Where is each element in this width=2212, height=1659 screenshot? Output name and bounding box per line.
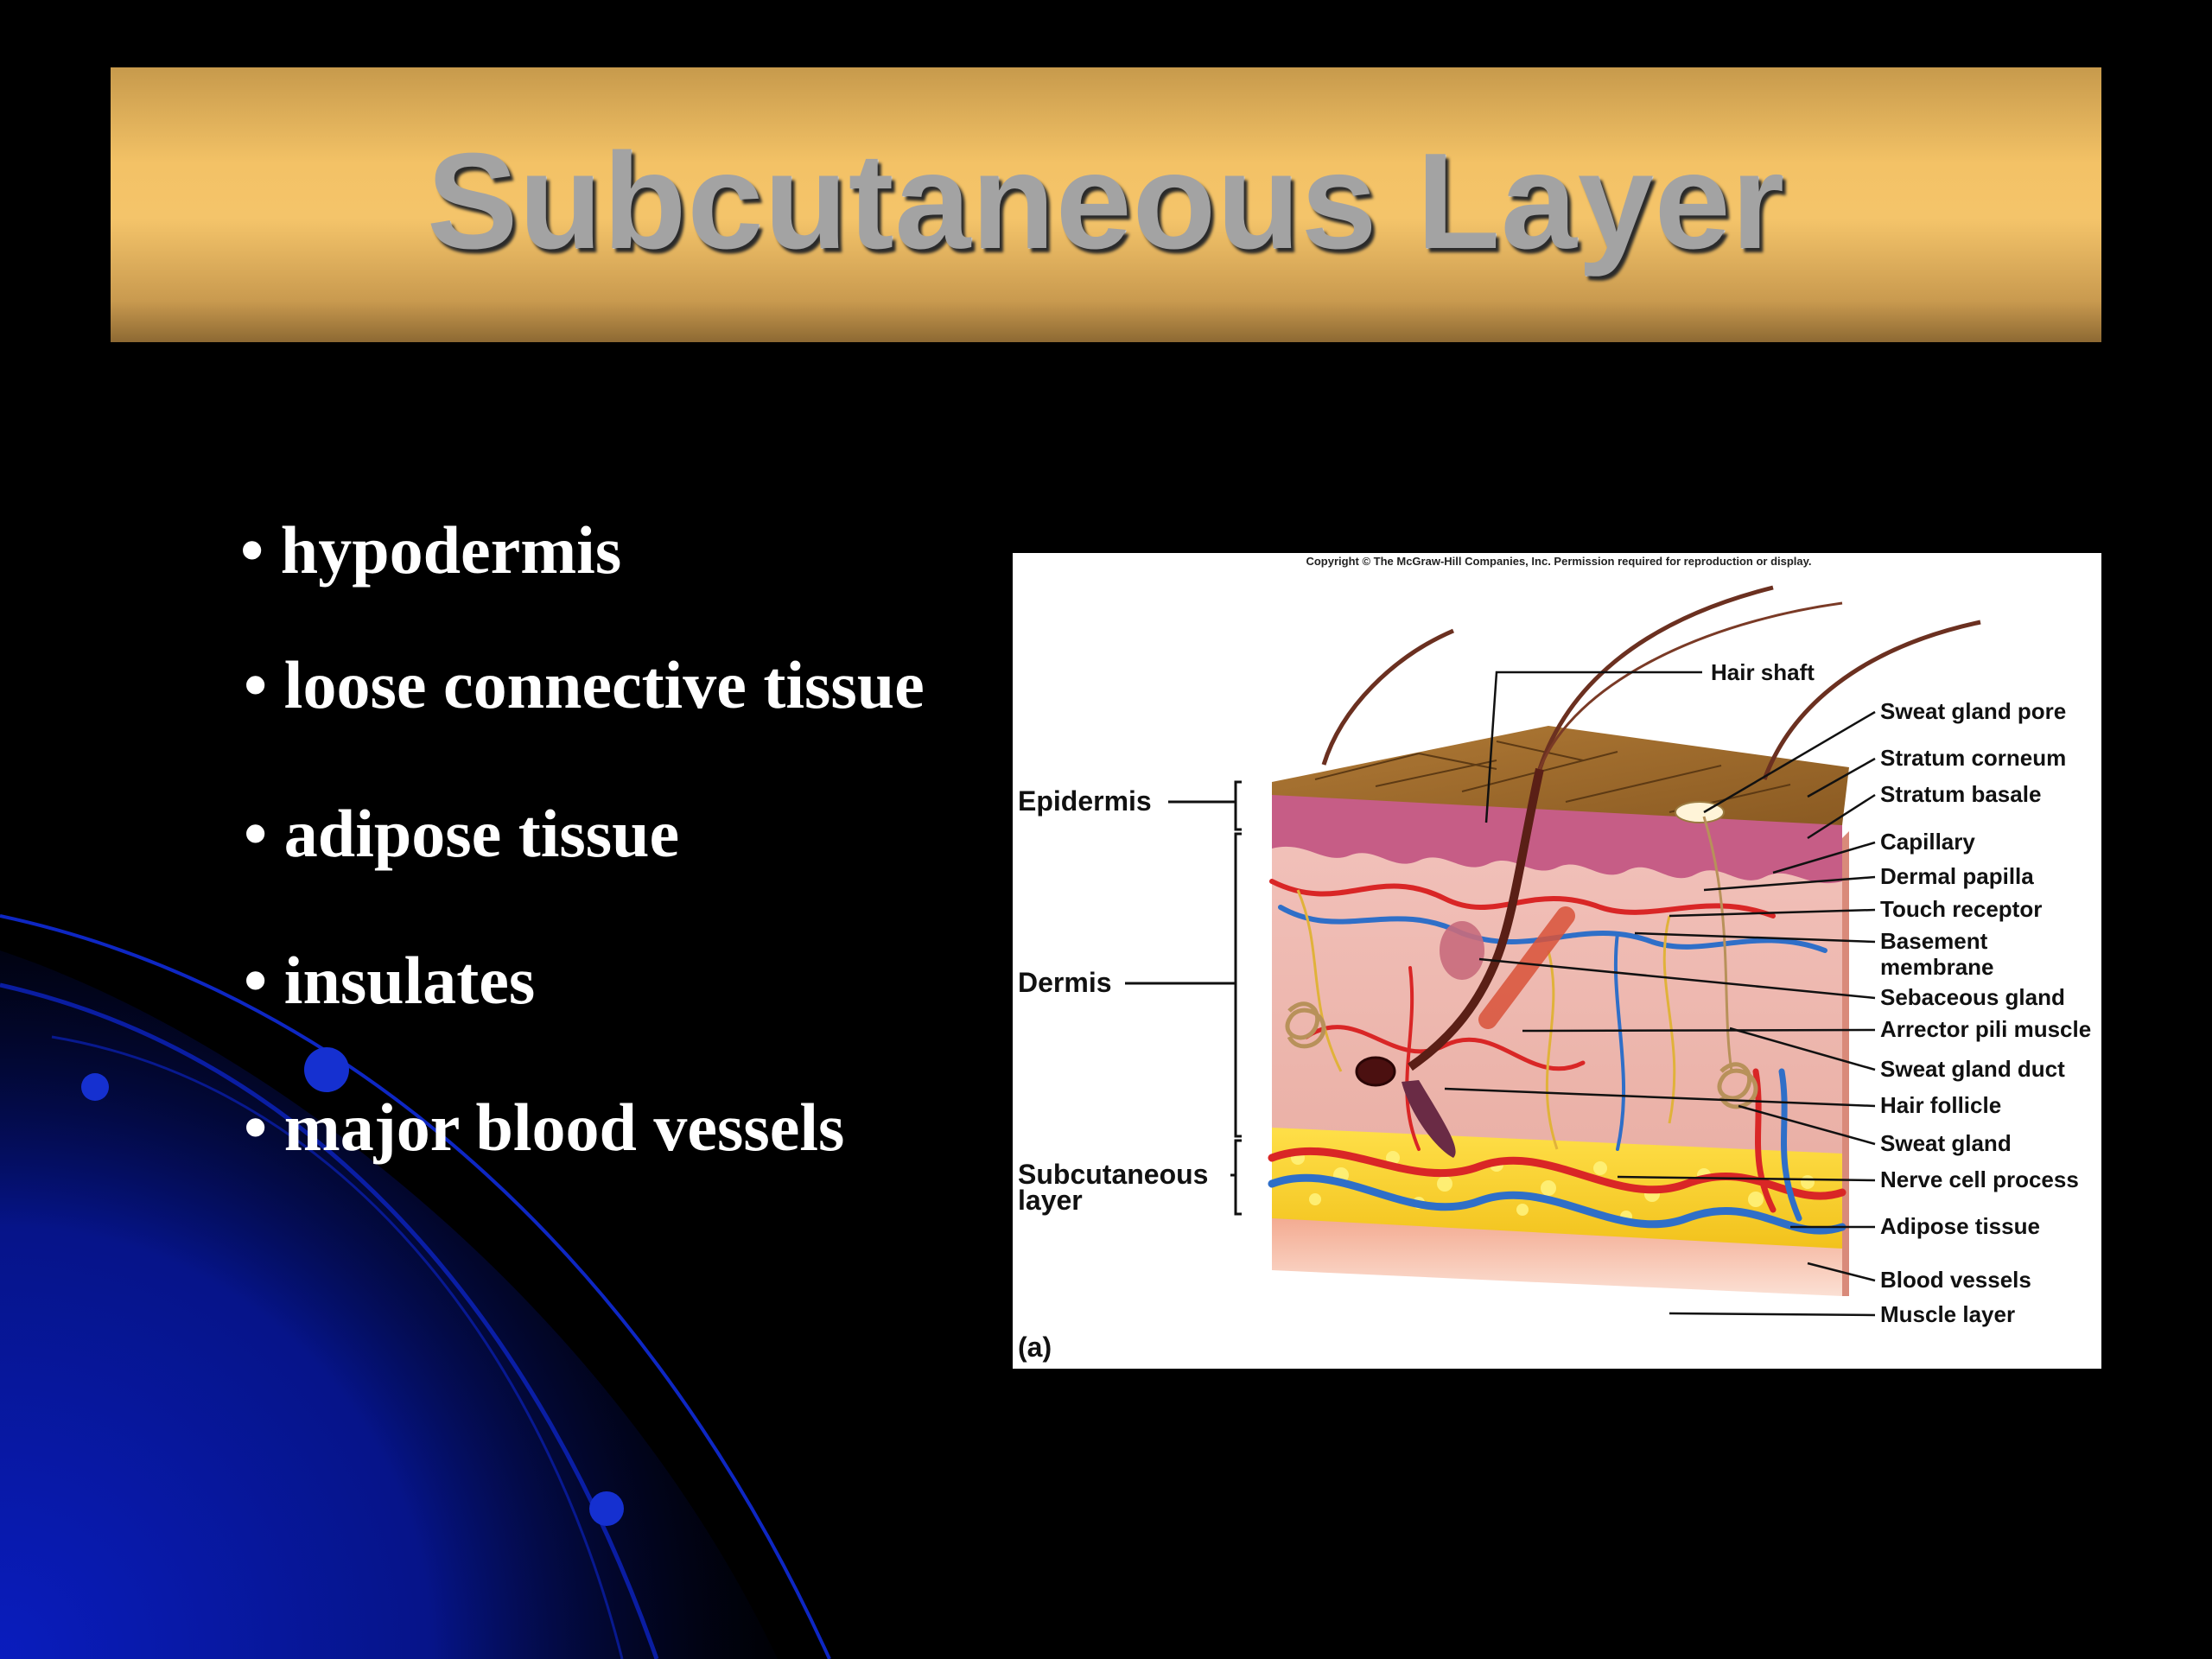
label-adipose-tissue: Adipose tissue (1880, 1213, 2040, 1239)
bullet-hypodermis: • hypodermis (240, 512, 622, 588)
label-sweat-gland-duct: Sweat gland duct (1880, 1056, 2065, 1082)
stratum-corneum-surface (1272, 726, 1849, 825)
bullet-adipose-tissue: • adipose tissue (244, 796, 680, 871)
panel-label: (a) (1018, 1332, 1052, 1363)
label-membrane: membrane (1880, 954, 1994, 980)
label-sebaceous-gland: Sebaceous gland (1880, 984, 2065, 1010)
label-capillary: Capillary (1880, 829, 1975, 855)
label-sweat-gland: Sweat gland (1880, 1130, 2012, 1156)
label-dermal-papilla: Dermal papilla (1880, 863, 2034, 889)
copyright-notice: Copyright © The McGraw-Hill Companies, I… (1306, 555, 1811, 568)
slide-title: Subcutaneous Layer (426, 124, 1786, 277)
label-subcutaneous-layer: layer (1018, 1185, 1083, 1216)
label-blood-vessels: Blood vessels (1880, 1267, 2031, 1293)
label-stratum-corneum: Stratum corneum (1880, 745, 2066, 771)
label-hair-follicle: Hair follicle (1880, 1092, 2001, 1118)
hair-bulb-shape (1355, 1056, 1396, 1087)
skin-cross-section: Copyright © The McGraw-Hill Companies, I… (1018, 555, 2091, 1363)
muscle-layer-region (1272, 1210, 1842, 1296)
label-sweat-gland-pore: Sweat gland pore (1880, 698, 2066, 724)
label-subcutaneous: Subcutaneous (1018, 1159, 1208, 1190)
label-dermis: Dermis (1018, 967, 1112, 998)
label-arrector-pili-muscle: Arrector pili muscle (1880, 1016, 2091, 1042)
bullet-insulates: • insulates (244, 943, 536, 1018)
label-stratum-basale: Stratum basale (1880, 781, 2041, 807)
label-hair-shaft: Hair shaft (1711, 659, 1815, 685)
title-banner: Subcutaneous Layer (111, 67, 2101, 342)
bullet-loose-connective-tissue: • loose connective tissue (244, 647, 925, 722)
label-epidermis: Epidermis (1018, 785, 1152, 817)
label-basement: Basement (1880, 928, 1988, 954)
bullet-major-blood-vessels: • major blood vessels (244, 1090, 845, 1165)
label-muscle-layer: Muscle layer (1880, 1301, 2015, 1327)
label-touch-receptor: Touch receptor (1880, 896, 2042, 922)
label-nerve-cell-process: Nerve cell process (1880, 1166, 2079, 1192)
bullet-list: • hypodermis • loose connective tissue •… (0, 0, 1020, 1296)
skin-diagram-figure: Copyright © The McGraw-Hill Companies, I… (1013, 553, 2101, 1369)
